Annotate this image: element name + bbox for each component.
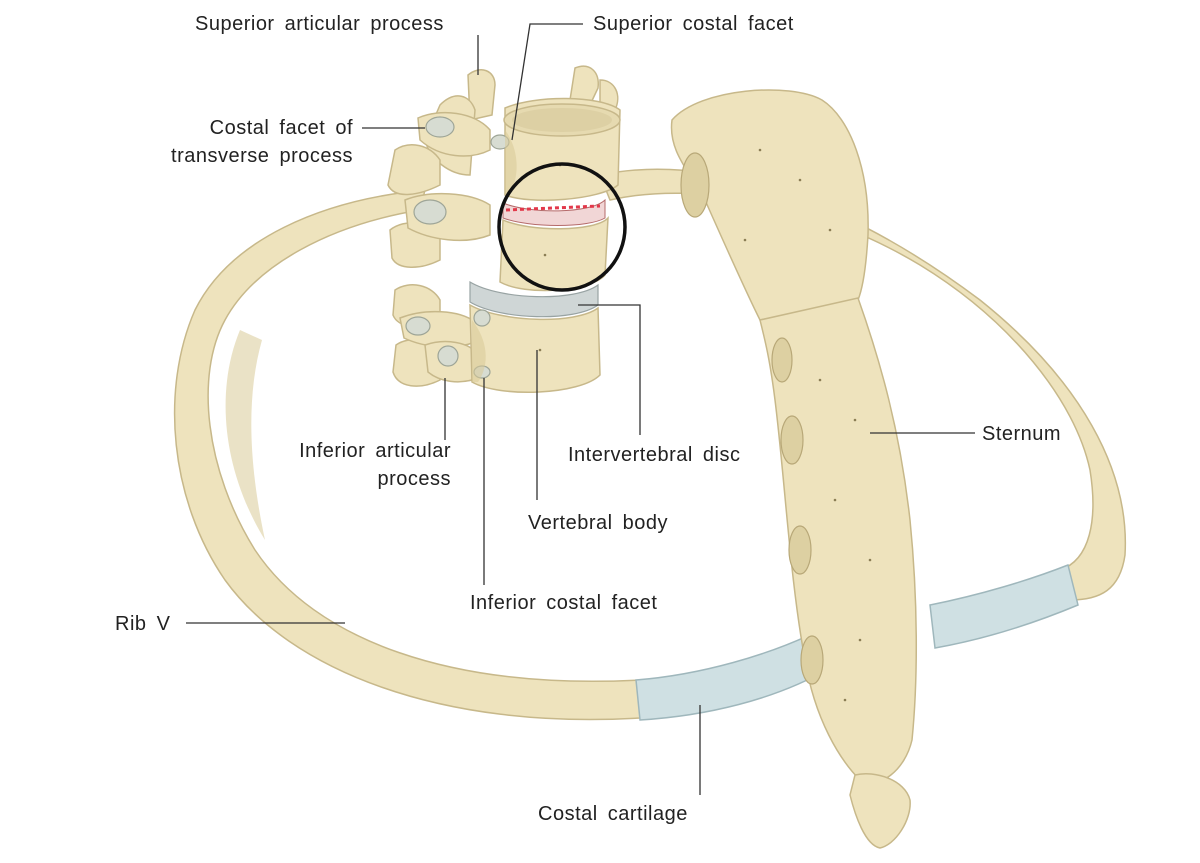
label-rib-v: Rib V bbox=[115, 613, 171, 635]
label-vertebral-body: Vertebral body bbox=[528, 512, 668, 534]
leader-lines bbox=[186, 23, 975, 795]
label-inferior-costal-facet: Inferior costal facet bbox=[470, 592, 657, 614]
labels: Superior articular process Superior cost… bbox=[115, 13, 1061, 825]
label-inferior-articular-2: process bbox=[377, 468, 451, 490]
leader-intervertebral-disc bbox=[578, 304, 641, 435]
label-costal-cartilage: Costal cartilage bbox=[538, 803, 688, 825]
joint-highlight-circle bbox=[497, 162, 627, 292]
label-superior-costal-facet: Superior costal facet bbox=[593, 13, 794, 35]
label-costal-facet-transverse-2: transverse process bbox=[171, 145, 353, 167]
sternum-bone bbox=[670, 89, 918, 849]
label-costal-facet-transverse-1: Costal facet of bbox=[210, 117, 353, 139]
label-intervertebral-disc: Intervertebral disc bbox=[568, 444, 740, 466]
vertebral-column bbox=[387, 65, 621, 393]
label-inferior-articular-1: Inferior articular bbox=[299, 440, 451, 462]
label-superior-articular-process: Superior articular process bbox=[195, 13, 444, 35]
label-sternum: Sternum bbox=[982, 423, 1061, 445]
leader-superior-costal-facet bbox=[511, 23, 583, 141]
